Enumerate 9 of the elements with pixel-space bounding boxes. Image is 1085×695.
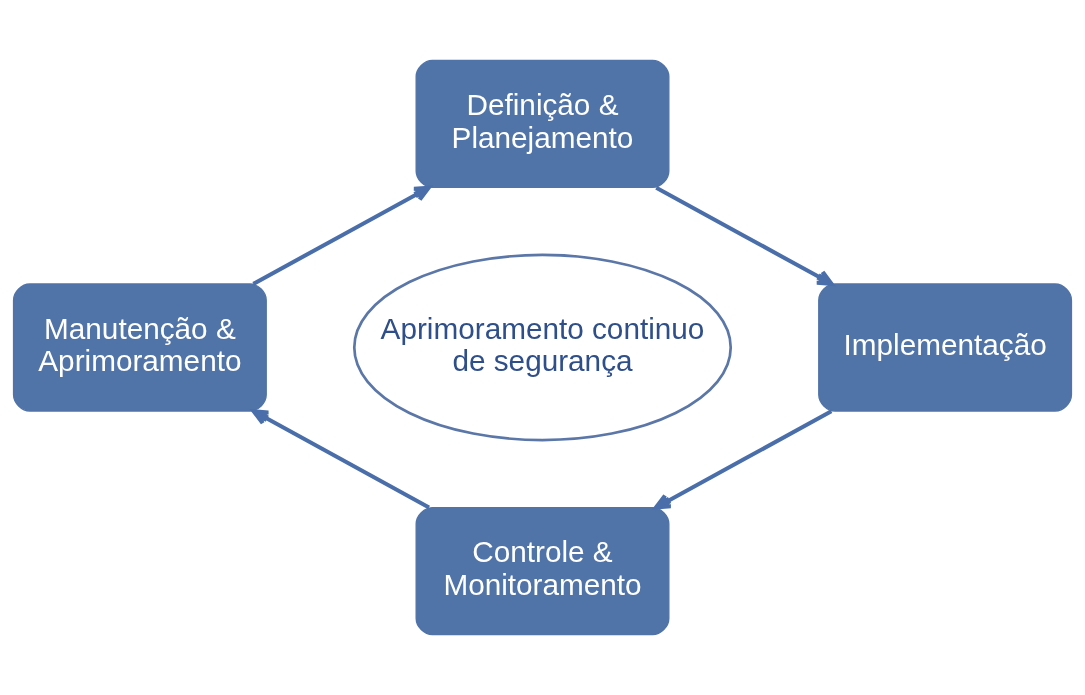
node-box: Controle & Monitoramento [415,506,670,636]
node-box: Definição & Planejamento [415,59,670,189]
node-box: Implementação [818,283,1073,412]
arrow [251,409,430,510]
node-box: Manutenção & Aprimoramento [12,283,267,412]
arrow [252,185,431,286]
arrow [653,409,833,510]
node-ellipse: Aprimoramento continuo de segurança [352,253,733,442]
arrow [655,185,834,286]
